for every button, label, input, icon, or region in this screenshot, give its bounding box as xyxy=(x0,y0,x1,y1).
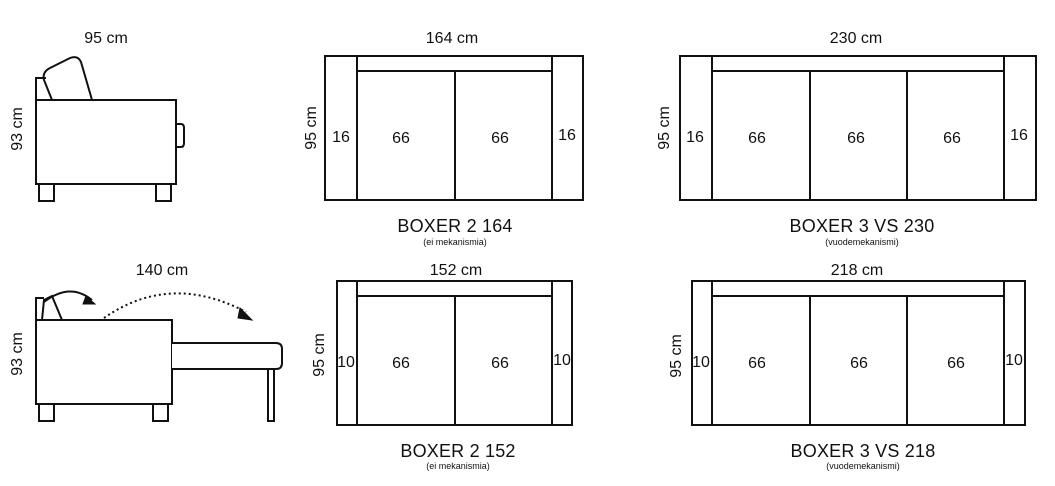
model-subtitle: (ei mekanismia) xyxy=(423,237,487,247)
model-depth-label: 95 cm xyxy=(668,334,685,378)
model-subtitle: (ei mekanismia) xyxy=(426,461,490,471)
model-depth-label: 95 cm xyxy=(303,106,320,150)
model-boxer-2-164: 164 cm 95 cm 16 16 66 66 BOXER 2 164 (ei… xyxy=(303,30,584,247)
model-boxer-3-vs-218: 218 cm 95 cm 10 10 66 66 66 BOXER 3 VS 2… xyxy=(668,262,1026,471)
model-boxer-2-152: 152 cm 95 cm 10 10 66 66 BOXER 2 152 (ei… xyxy=(311,262,573,471)
side-view-standard: 95 cm 93 cm xyxy=(9,30,185,202)
seat-width: 66 xyxy=(392,355,410,372)
model-name: BOXER 3 VS 230 xyxy=(790,216,935,236)
model-width-label: 230 cm xyxy=(830,30,882,47)
model-top-view xyxy=(691,280,1026,426)
seat-width: 66 xyxy=(847,130,865,147)
side-view-bed: 140 cm 93 cm xyxy=(9,262,283,422)
model-width-label: 164 cm xyxy=(426,30,478,47)
model-top-view xyxy=(336,280,573,426)
side-view-width-label: 95 cm xyxy=(84,30,128,47)
seat-width: 66 xyxy=(748,355,766,372)
model-boxer-3-vs-230: 230 cm 95 cm 16 16 66 66 66 BOXER 3 VS 2… xyxy=(656,30,1037,247)
arm-right-width: 16 xyxy=(1010,127,1028,144)
arm-left-width: 10 xyxy=(337,354,355,371)
side-view-sofa-outline xyxy=(35,56,185,202)
model-top-view xyxy=(324,55,584,201)
model-name: BOXER 2 164 xyxy=(397,216,512,236)
seat-width: 66 xyxy=(491,130,509,147)
side-view-bed-outline xyxy=(35,294,283,422)
model-top-view xyxy=(679,55,1037,201)
arm-right-width: 16 xyxy=(558,127,576,144)
model-name: BOXER 2 152 xyxy=(400,441,515,461)
side-view-bed-height-label: 93 cm xyxy=(9,332,26,376)
seat-width: 66 xyxy=(748,130,766,147)
model-width-label: 152 cm xyxy=(430,262,482,279)
model-width-label: 218 cm xyxy=(831,262,883,279)
extend-arrow-icon xyxy=(103,292,254,321)
seat-width: 66 xyxy=(943,130,961,147)
fold-arrow-icon xyxy=(43,290,97,305)
seat-width: 66 xyxy=(392,130,410,147)
side-view-height-label: 93 cm xyxy=(9,107,26,151)
arm-left-width: 10 xyxy=(692,354,710,371)
seat-width: 66 xyxy=(491,355,509,372)
model-subtitle: (vuodemekanismi) xyxy=(825,237,899,247)
arm-left-width: 16 xyxy=(686,129,704,146)
arm-right-width: 10 xyxy=(1005,352,1023,369)
side-view-bed-width-label: 140 cm xyxy=(136,262,188,279)
arm-right-width: 10 xyxy=(553,352,571,369)
model-depth-label: 95 cm xyxy=(656,106,673,150)
model-depth-label: 95 cm xyxy=(311,333,328,377)
model-name: BOXER 3 VS 218 xyxy=(791,441,936,461)
seat-width: 66 xyxy=(947,355,965,372)
model-subtitle: (vuodemekanismi) xyxy=(826,461,900,471)
seat-width: 66 xyxy=(850,355,868,372)
arm-left-width: 16 xyxy=(332,129,350,146)
